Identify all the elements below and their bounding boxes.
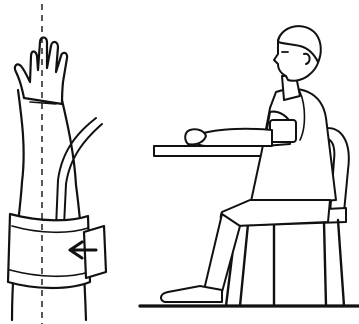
person-arm-cuff [270,120,296,142]
person-lower-leg [204,214,240,292]
chair-legs [226,220,344,306]
person-thigh [221,200,330,226]
right-panel-seated-person [140,26,359,306]
cuff-flap [84,226,106,278]
left-panel-arm-cuff [8,38,106,321]
person-torso [250,89,336,206]
person-shoe [161,286,222,302]
hand-outline [15,38,67,105]
